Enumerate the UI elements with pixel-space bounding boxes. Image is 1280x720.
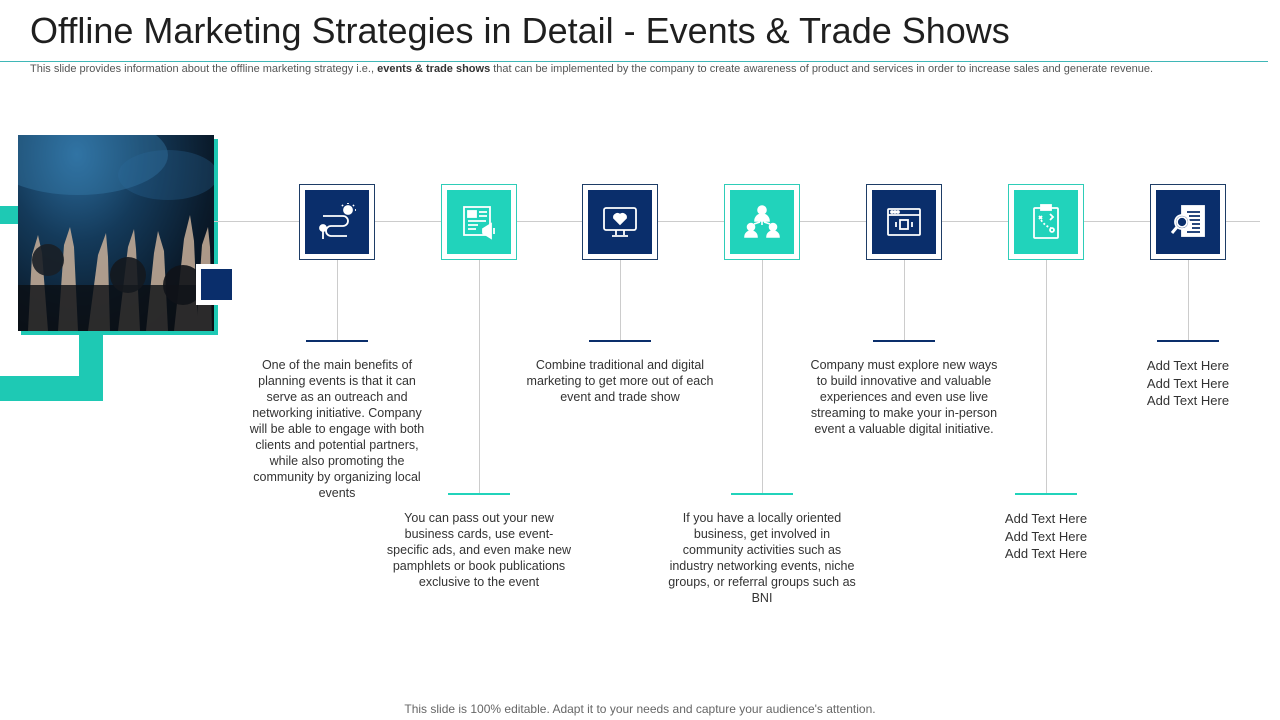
subtitle-text-start: This slide provides information about th… <box>30 63 378 75</box>
slide-title: Offline Marketing Strategies in Detail -… <box>30 10 1010 51</box>
step-6-marker <box>1015 493 1077 495</box>
step-2-icon-box <box>441 184 517 260</box>
subtitle-text-end: that can be implemented by the company t… <box>490 63 1154 75</box>
step-3-text: Combine traditional and digital marketin… <box>526 358 714 404</box>
title-divider <box>0 61 1268 62</box>
step-4-text: If you have a locally oriented business,… <box>668 511 856 605</box>
step-5-icon-box <box>866 184 942 260</box>
step-7-icon-box <box>1150 184 1226 260</box>
document-search-icon <box>1156 190 1220 254</box>
slide-footer: This slide is 100% editable. Adapt it to… <box>404 702 876 716</box>
step-3-icon-box <box>582 184 658 260</box>
step-6-connector <box>1046 260 1047 493</box>
navy-accent-square <box>196 264 237 305</box>
idea-path-icon <box>305 190 369 254</box>
step-2-text: You can pass out your new business cards… <box>386 511 572 589</box>
step-6-icon-box <box>1008 184 1084 260</box>
step-2-connector <box>479 260 480 493</box>
step-7-connector <box>1188 260 1189 340</box>
step-3-connector <box>620 260 621 340</box>
concert-crowd-photo <box>18 135 214 331</box>
step-1-connector <box>337 260 338 340</box>
community-network-icon <box>730 190 794 254</box>
step-4-icon-box <box>724 184 800 260</box>
monitor-heart-icon <box>588 190 652 254</box>
step-5-marker <box>873 340 935 342</box>
step-1-icon-box <box>299 184 375 260</box>
slide-subtitle: This slide provides information about th… <box>30 64 1220 75</box>
step-1-marker <box>306 340 368 342</box>
step-5-text: Company must explore new ways to build i… <box>810 358 998 436</box>
step-7-text: Add Text Here Add Text Here Add Text Her… <box>1146 358 1230 408</box>
step-1-text: One of the main benefits of planning eve… <box>249 358 425 500</box>
step-5-connector <box>904 260 905 340</box>
step-4-marker <box>731 493 793 495</box>
step-7-marker <box>1157 340 1219 342</box>
step-2-marker <box>448 493 510 495</box>
subtitle-text-bold: events & trade shows <box>377 63 491 75</box>
clipboard-strategy-icon <box>1014 190 1078 254</box>
step-4-connector <box>762 260 763 493</box>
step-3-marker <box>589 340 651 342</box>
browser-window-icon <box>872 190 936 254</box>
brochure-megaphone-icon <box>447 190 511 254</box>
step-6-text: Add Text Here Add Text Here Add Text Her… <box>1004 511 1088 561</box>
